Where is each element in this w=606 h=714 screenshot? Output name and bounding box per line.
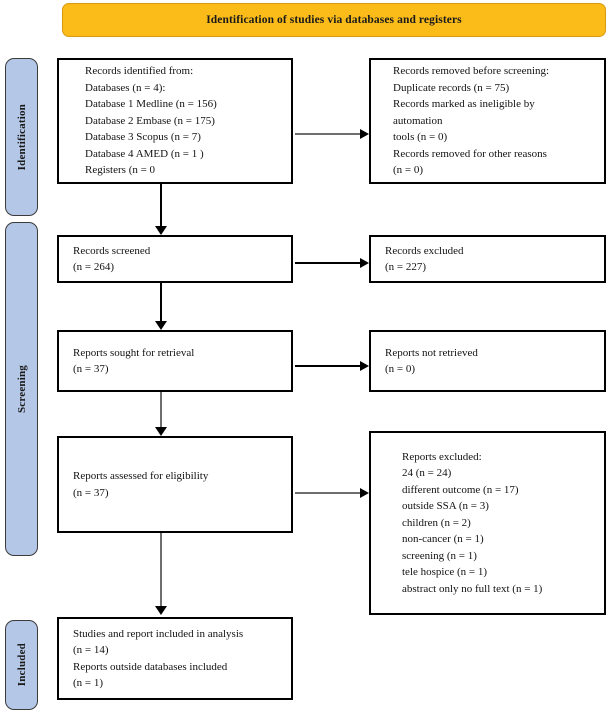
node-line: (n = 37) <box>73 363 109 375</box>
node-line: (n = 1) <box>73 677 104 689</box>
node-line: Reports excluded: <box>402 450 482 463</box>
arrowhead-right-icon <box>360 488 369 498</box>
node-line: Studies and report included in analysis <box>73 627 244 640</box>
node-records-screened: Records screened (n = 264) <box>57 235 293 283</box>
node-line: Reports outside databases included <box>73 660 228 673</box>
node-line: Records excluded <box>385 244 464 257</box>
connector-screened-to-excluded <box>295 262 361 264</box>
connector-eligibility-to-included <box>160 533 162 608</box>
node-records-removed: Records removed before screening: Duplic… <box>369 58 606 184</box>
node-line: Reports sought for retrieval <box>73 346 195 359</box>
node-line: Database 1 Medline (n = 156) <box>85 98 217 111</box>
node-records-identified: Records identified from: Databases (n = … <box>57 58 293 184</box>
stage-bar-identification: Identification <box>5 58 38 216</box>
node-line: 24 (n = 24) <box>402 467 452 480</box>
arrowhead-right-icon <box>360 129 369 139</box>
node-line: different outcome (n = 17) <box>402 483 519 496</box>
node-line: abstract only no full text (n = 1) <box>402 582 543 595</box>
node-records-excluded: Records excluded (n = 227) <box>369 235 606 283</box>
connector-sought-to-eligibility <box>160 392 162 429</box>
node-line: Database 3 Scopus (n = 7) <box>85 131 201 144</box>
node-line: screening (n = 1) <box>402 549 477 562</box>
node-line: Database 2 Embase (n = 175) <box>85 114 215 127</box>
arrowhead-right-icon <box>360 361 369 371</box>
node-reports-excluded-reasons: Reports excluded: 24 (n = 24) different … <box>369 431 606 615</box>
node-line: Records removed for other reasons <box>393 147 547 160</box>
connector-sought-to-not-retrieved <box>295 365 361 367</box>
node-line: Database 4 AMED (n = 1 ) <box>85 147 204 160</box>
arrowhead-down-icon <box>155 321 167 330</box>
node-line: automation <box>393 114 443 127</box>
node-line: non-cancer (n = 1) <box>402 533 484 546</box>
node-line: Databases (n = 4): <box>85 81 166 94</box>
node-line: outside SSA (n = 3) <box>402 500 489 513</box>
stage-label-included: Included <box>15 643 28 687</box>
node-line: Duplicate records (n = 75) <box>393 81 510 94</box>
arrowhead-down-icon <box>155 427 167 436</box>
node-line: Records removed before screening: <box>393 65 550 78</box>
node-line: tele hospice (n = 1) <box>402 566 488 579</box>
connector-identified-to-removed <box>295 133 361 135</box>
node-line: (n = 264) <box>73 261 115 273</box>
diagram-banner: Identification of studies via databases … <box>62 3 606 37</box>
banner-title: Identification of studies via databases … <box>206 14 462 26</box>
node-studies-included: Studies and report included in analysis … <box>57 617 293 700</box>
connector-screened-to-sought <box>160 283 162 323</box>
stage-bar-included: Included <box>5 620 38 710</box>
arrowhead-down-icon <box>155 606 167 615</box>
node-line: Reports assessed for eligibility <box>73 470 209 482</box>
stage-label-screening: Screening <box>15 364 28 414</box>
node-line: Records identified from: <box>85 65 194 78</box>
node-line: tools (n = 0) <box>393 131 448 144</box>
stage-bar-screening: Screening <box>5 222 38 556</box>
node-reports-assessed-eligibility: Reports assessed for eligibility (n = 37… <box>57 436 293 533</box>
node-line: (n = 227) <box>385 261 427 273</box>
arrowhead-right-icon <box>360 258 369 268</box>
node-reports-not-retrieved: Reports not retrieved (n = 0) <box>369 330 606 392</box>
node-line: Records marked as ineligible by <box>393 98 535 111</box>
arrowhead-down-icon <box>155 226 167 235</box>
node-line: Reports not retrieved <box>385 346 478 359</box>
node-line: Records screened <box>73 244 151 257</box>
node-line: (n = 37) <box>73 486 109 499</box>
node-line: (n = 14) <box>73 644 109 656</box>
node-line: Registers (n = 0 <box>85 164 156 177</box>
connector-identified-to-screened <box>160 184 162 228</box>
connector-eligibility-to-reports-excluded <box>295 492 361 494</box>
node-line: (n = 0) <box>393 164 424 177</box>
stage-label-identification: Identification <box>15 103 28 171</box>
node-line: children (n = 2) <box>402 516 471 529</box>
node-reports-sought: Reports sought for retrieval (n = 37) <box>57 330 293 392</box>
node-line: (n = 0) <box>385 363 416 375</box>
